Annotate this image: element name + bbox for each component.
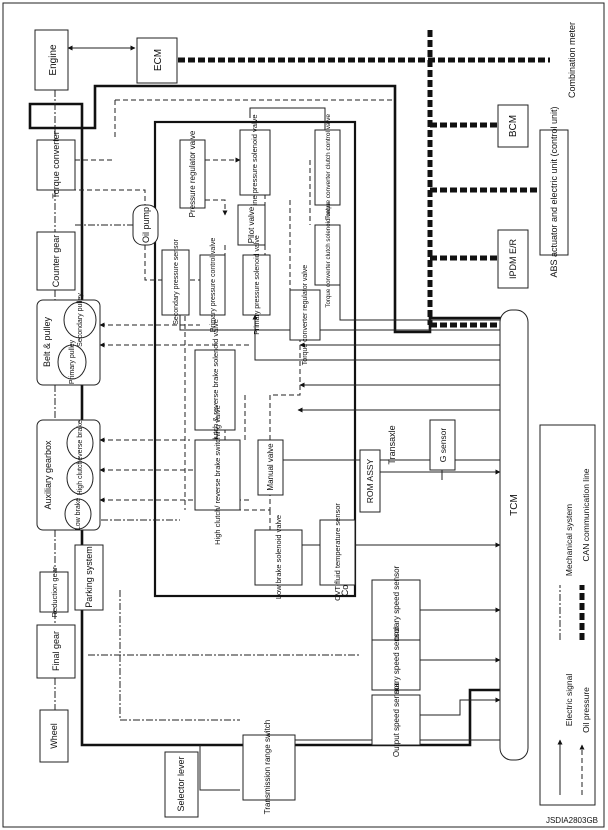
tcm-block: TCM [499, 309, 529, 761]
legend-oil-pressure: Oil pressure [581, 687, 591, 733]
svg-text:High clutch & reverse brake so: High clutch & reverse brake solenoid val… [211, 319, 220, 461]
control-valve-outline [153, 120, 357, 598]
reduction-gear-block: Reduction gear [39, 566, 69, 617]
svg-text:Transmission range switch: Transmission range switch [263, 720, 272, 814]
legend-mechanical: Mechanical system [564, 504, 574, 576]
diagram-code: JSDIA2803GB [546, 816, 598, 825]
output-speed-sensor-block: Output speed sensor [371, 683, 421, 758]
svg-text:ABS actuator and electric unit: ABS actuator and electric unit (control … [549, 106, 559, 277]
svg-text:TCM: TCM [509, 494, 520, 516]
svg-text:High clutch: High clutch [77, 461, 84, 496]
svg-text:Primary pulley: Primary pulley [69, 339, 76, 384]
svg-text:Primary pressure control valve: Primary pressure control valve [210, 238, 217, 333]
selector-lever-block: Selector lever [164, 751, 199, 818]
svg-text:Low brake solenoid valve: Low brake solenoid valve [274, 515, 283, 599]
primary-speed-sensor-block: Primary speed sensor [371, 626, 421, 704]
svg-text:Low brake: Low brake [75, 498, 82, 530]
high-clutch-solenoid-block: High clutch & reverse brake solenoid val… [194, 319, 236, 461]
svg-text:Torque converter regulator val: Torque converter regulator valve [302, 265, 309, 365]
svg-text:Pressure regulator valve: Pressure regulator valve [188, 130, 197, 217]
secondary-speed-sensor-block: Secondary speed sensor [371, 565, 421, 654]
svg-text:Secondary pulley: Secondary pulley [77, 293, 84, 347]
svg-text:Primary speed sensor: Primary speed sensor [392, 626, 401, 704]
svg-text:G sensor: G sensor [438, 428, 448, 463]
primary-pressure-control-valve-block: Primary pressure control valve [199, 238, 226, 333]
torque-converter-block: Torque converter [36, 131, 76, 199]
low-brake-solenoid-block: Low brake solenoid valve [254, 515, 303, 599]
svg-text:High clutch/ reverse brake swi: High clutch/ reverse brake switching val… [213, 405, 222, 545]
g-sensor-block: G sensor [429, 419, 456, 471]
svg-text:Primary pressure solenoid valv: Primary pressure solenoid valve [254, 235, 261, 335]
tcc-solenoid-block: Torque converter clutch solenoid valve [314, 202, 341, 308]
wheel-block: Wheel [39, 709, 69, 763]
svg-text:Selector lever: Selector lever [176, 756, 186, 811]
manual-valve-block: Manual valve [257, 439, 284, 496]
ipdm-block: IPDM E/R [497, 229, 529, 289]
svg-text:Torque converter clutch contro: Torque converter clutch control valve [325, 114, 332, 220]
svg-text:Secondary pressure sensor: Secondary pressure sensor [173, 239, 180, 325]
legend-can: CAN communication line [581, 468, 591, 561]
line-pressure-solenoid-block: Line pressure solenoid valve [239, 114, 271, 210]
belt-pulley-block: Belt & pulley Secondary pulley Primary p… [36, 293, 101, 386]
pressure-regulator-valve-block: Pressure regulator valve [179, 130, 206, 217]
svg-text:Line pressure solenoid valve: Line pressure solenoid valve [250, 114, 259, 209]
svg-text:IPDM E/R: IPDM E/R [508, 239, 518, 280]
combination-meter-block: Combination meter [567, 22, 577, 98]
bcm-block: BCM [497, 104, 529, 148]
ecm-block: ECM [136, 37, 178, 84]
secondary-pressure-sensor-block: Secondary pressure sensor [161, 239, 190, 325]
svg-text:Torque converter: Torque converter [51, 131, 61, 199]
cvt-fluid-sensor-block: CVT fluid temperature sensor [319, 503, 356, 601]
svg-text:Belt & pulley: Belt & pulley [42, 316, 52, 367]
oil-pump-block: Oil pump [132, 204, 159, 246]
svg-text:Wheel: Wheel [49, 723, 59, 749]
svg-text:Secondary speed sensor: Secondary speed sensor [392, 565, 401, 654]
svg-text:Auxiliary gearbox: Auxiliary gearbox [43, 440, 53, 510]
svg-text:Reduction gear: Reduction gear [50, 566, 59, 617]
can-network [178, 30, 550, 328]
parking-system-block: Parking system [74, 544, 104, 611]
engine-label: Engine [48, 44, 59, 76]
svg-text:Oil pump: Oil pump [141, 207, 151, 243]
svg-text:BCM: BCM [508, 115, 519, 137]
electric-signal-lines [67, 45, 501, 791]
svg-text:Combination meter: Combination meter [567, 22, 577, 98]
high-clutch-switching-valve-block: High clutch/ reverse brake switching val… [194, 405, 241, 545]
tr-switch-block: Transmission range switch [242, 720, 296, 814]
abs-block: ABS actuator and electric unit (control … [539, 106, 569, 278]
primary-pressure-solenoid-block: Primary pressure solenoid valve [242, 235, 271, 335]
final-gear-block: Final gear [36, 624, 76, 679]
svg-text:Reverse brake: Reverse brake [77, 420, 84, 466]
rom-assy-block: ROM ASSY [359, 449, 381, 513]
svg-text:ROM ASSY: ROM ASSY [365, 458, 375, 503]
svg-text:Counter gear: Counter gear [51, 235, 61, 288]
mechanical-links [54, 90, 360, 721]
auxiliary-gearbox-block: Auxiliary gearbox Reverse brake High clu… [36, 419, 101, 531]
svg-text:Torque converter clutch soleno: Torque converter clutch solenoid valve [325, 202, 332, 308]
svg-text:Final gear: Final gear [51, 631, 61, 671]
tc-regulator-valve-block: Torque converter regulator valve [289, 265, 321, 365]
legend-electric-signal: Electric signal [564, 674, 574, 727]
counter-gear-block: Counter gear [36, 231, 76, 291]
svg-text:Manual valve: Manual valve [266, 443, 275, 491]
transaxle-outline [28, 84, 507, 747]
pilot-valve-block: Pilot valve [237, 204, 266, 246]
legend: Electric signal Oil pressure Mechanical … [539, 424, 596, 806]
svg-text:CVT fluid temperature sensor: CVT fluid temperature sensor [333, 503, 342, 601]
tcc-control-valve-block: Torque converter clutch control valve [314, 114, 341, 220]
svg-text:ECM: ECM [153, 49, 164, 71]
svg-text:Output speed sensor: Output speed sensor [392, 683, 401, 758]
svg-text:Parking system: Parking system [84, 546, 94, 608]
svg-text:Pilot valve: Pilot valve [247, 206, 256, 243]
transaxle-label: Transaxle [387, 425, 397, 464]
engine-block: Engine [34, 29, 69, 91]
